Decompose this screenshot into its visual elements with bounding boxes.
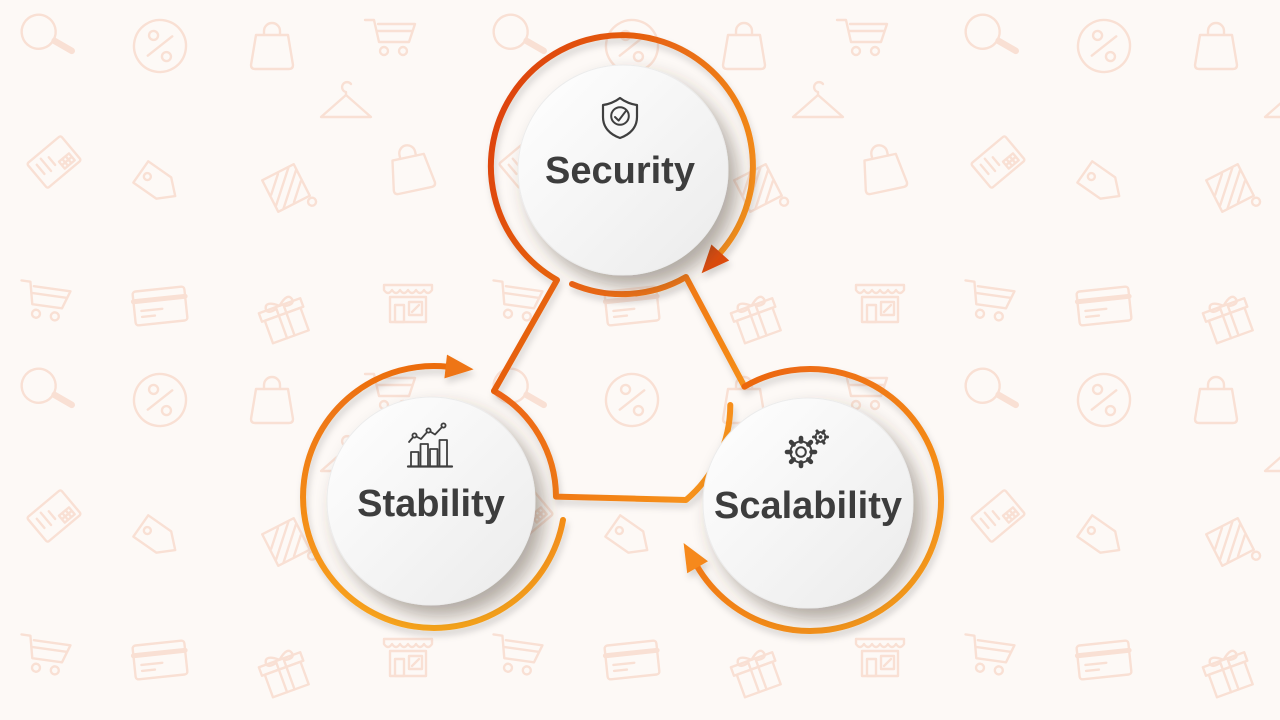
stability-circle [326, 396, 536, 606]
security-label: Security [545, 150, 695, 192]
security-arrowhead-icon [701, 244, 730, 274]
node-scalability: Scalability [702, 397, 914, 609]
connector-security-to-scalability [569, 274, 748, 390]
scalability-arrowhead-icon [683, 543, 708, 574]
scalability-ring [693, 366, 945, 634]
stability-arrowhead-icon [444, 354, 474, 379]
stability-label: Stability [357, 483, 505, 525]
gears-icon [784, 429, 829, 469]
shield-check-icon [601, 96, 639, 140]
security-ring [487, 32, 756, 394]
node-security: Security [517, 64, 729, 276]
security-circle [517, 64, 729, 276]
scalability-label: Scalability [714, 485, 902, 527]
scalability-circle [702, 397, 914, 609]
stability-ring [300, 363, 566, 631]
cycle-connectors [300, 32, 945, 634]
node-stability: Stability [326, 396, 536, 606]
growth-chart-icon [406, 422, 454, 468]
